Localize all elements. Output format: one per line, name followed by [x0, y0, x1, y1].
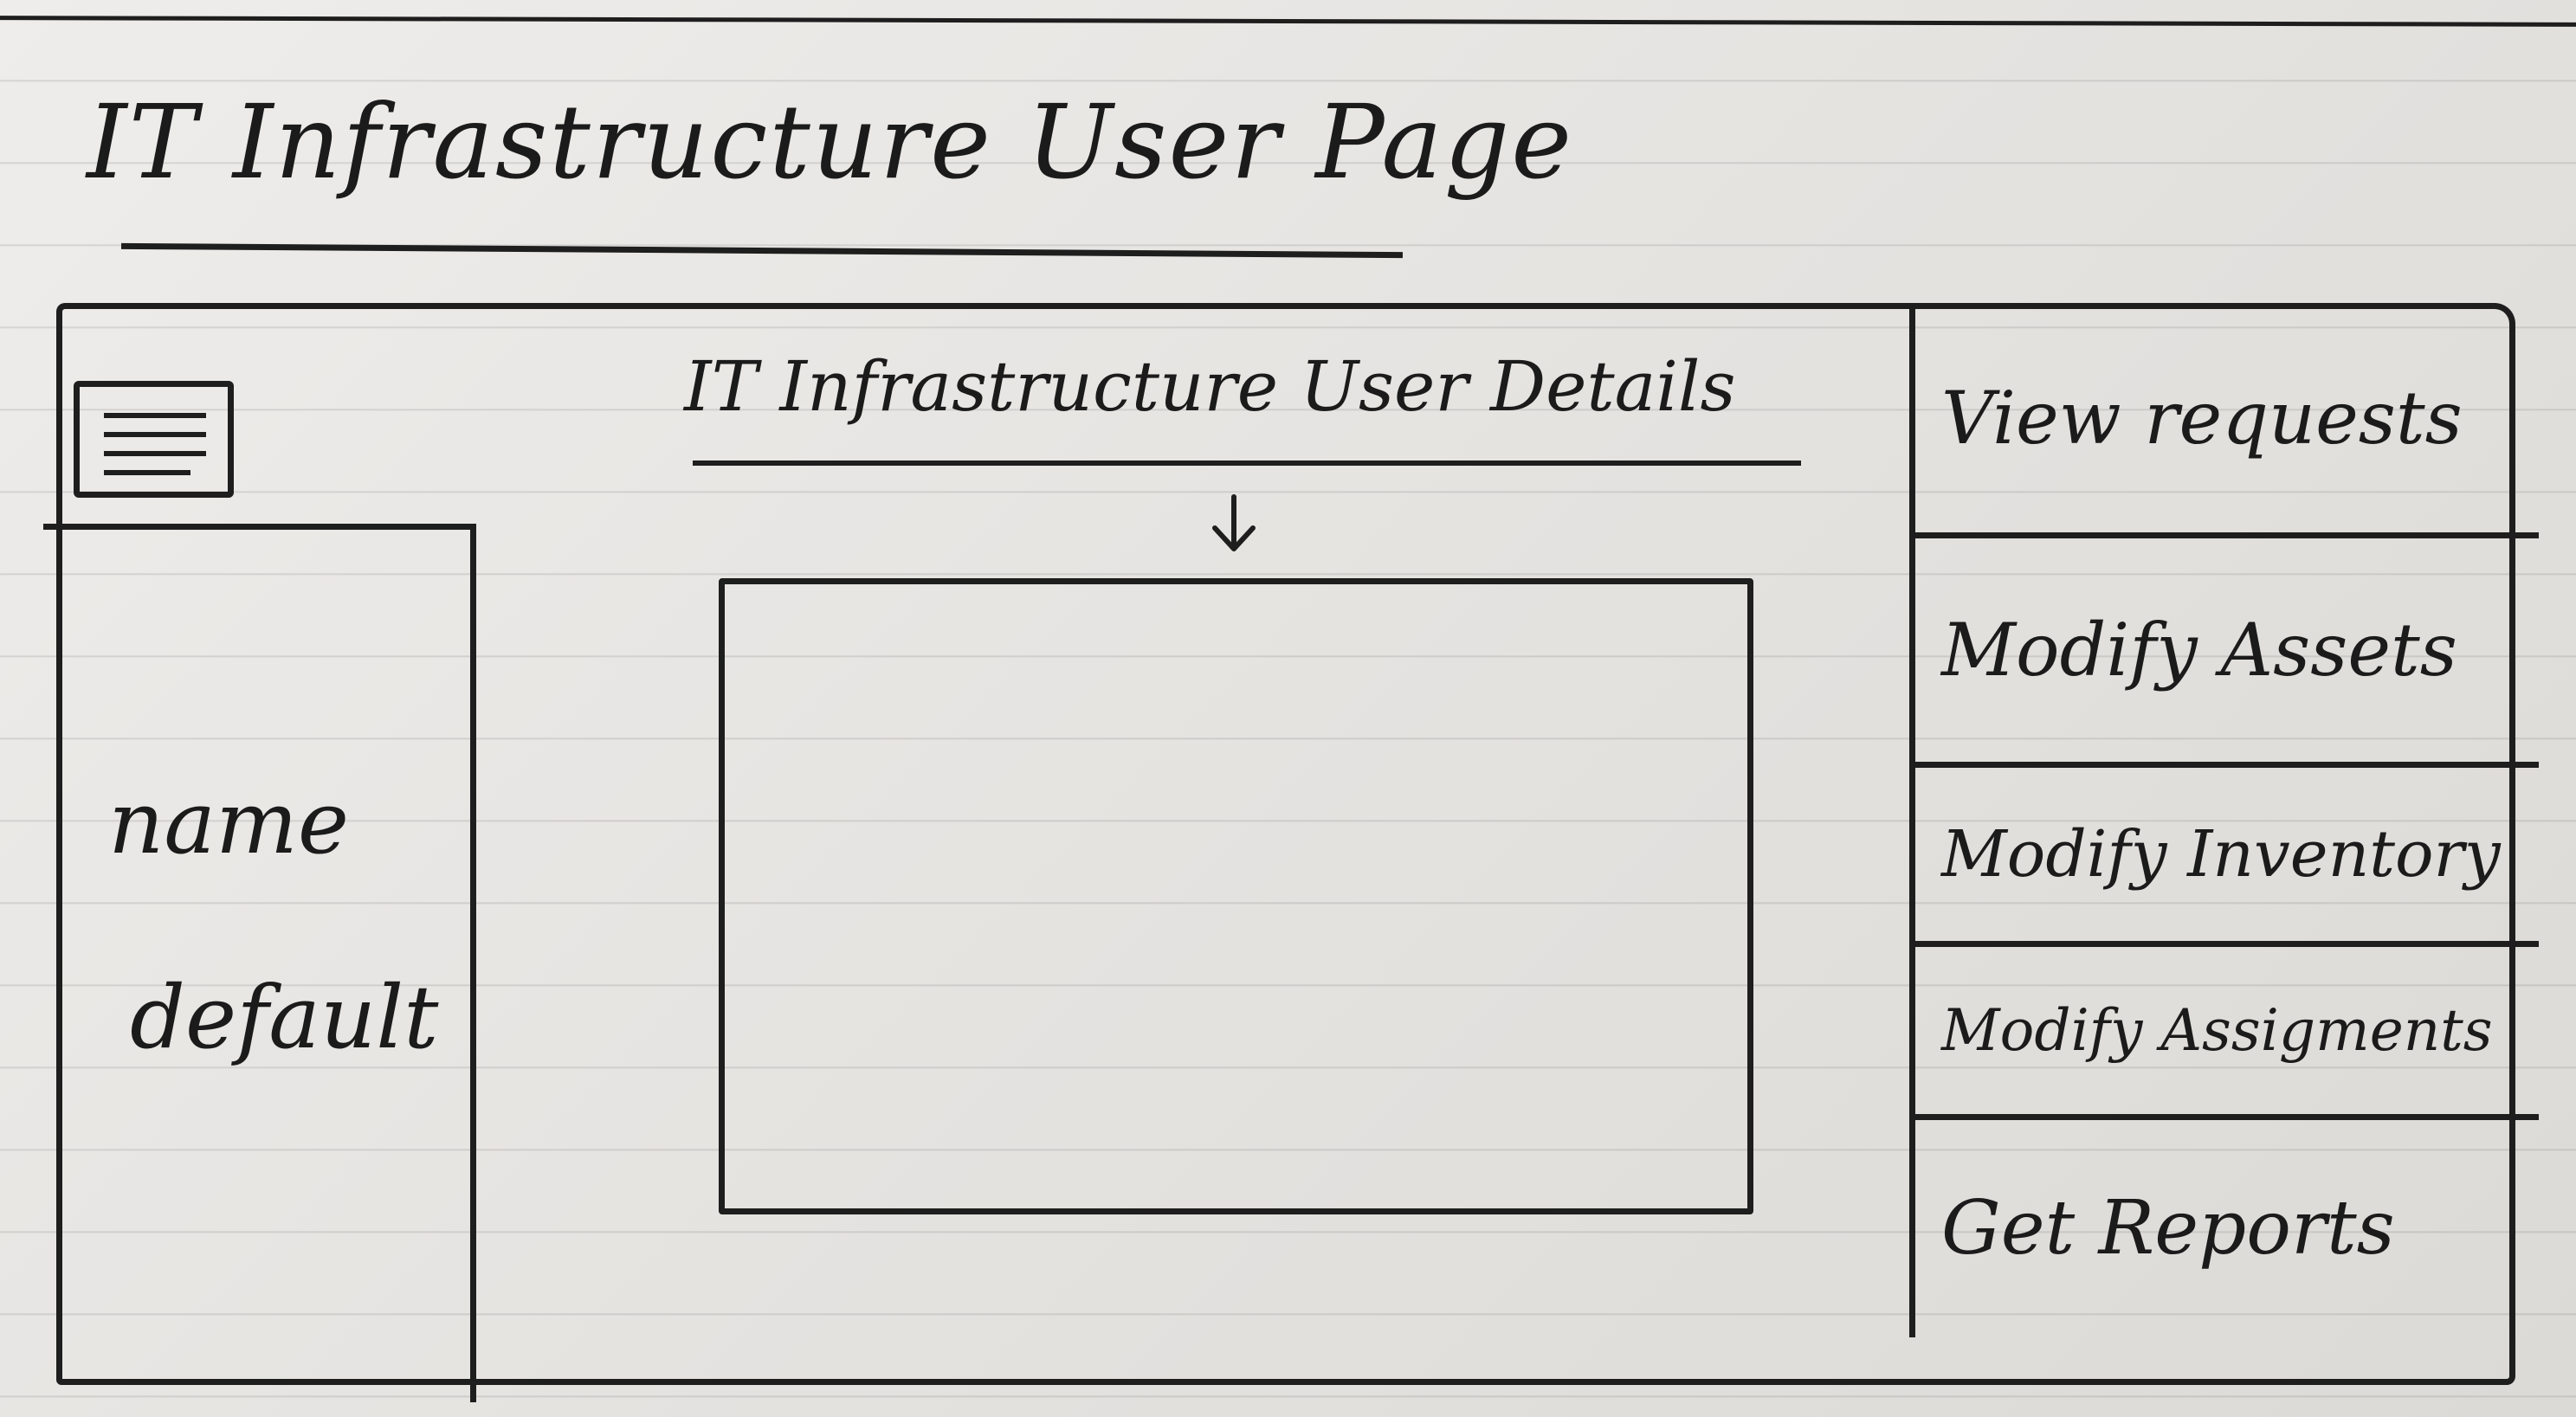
menu-item-label: View requests	[1941, 375, 2463, 461]
user-details-content-box	[719, 578, 1753, 1214]
user-info-panel: name default	[43, 524, 476, 1402]
section-title: IT Infrastructure User Details	[684, 346, 1736, 427]
logo-icon[interactable]	[74, 381, 234, 498]
user-default-label: default	[130, 967, 439, 1068]
section-title-underline	[693, 461, 1801, 466]
menu-item-modify-assignments[interactable]: Modify Assigments	[1915, 947, 2539, 1120]
menu-item-label: Modify Assets	[1941, 608, 2457, 692]
menu-item-label: Modify Inventory	[1941, 817, 2501, 892]
action-menu: View requests Modify Assets Modify Inven…	[1909, 303, 2539, 1337]
page-frame	[56, 303, 2515, 1385]
user-name-label: name	[108, 772, 350, 873]
menu-item-modify-inventory[interactable]: Modify Inventory	[1915, 768, 2539, 947]
down-arrow-icon	[1212, 494, 1256, 551]
menu-item-label: Modify Assigments	[1941, 997, 2493, 1064]
menu-item-modify-assets[interactable]: Modify Assets	[1915, 538, 2539, 768]
menu-item-get-reports[interactable]: Get Reports	[1915, 1120, 2539, 1336]
menu-item-label: Get Reports	[1941, 1185, 2395, 1272]
menu-item-view-requests[interactable]: View requests	[1915, 303, 2539, 538]
page-title: IT Infrastructure User Page	[87, 82, 1574, 202]
